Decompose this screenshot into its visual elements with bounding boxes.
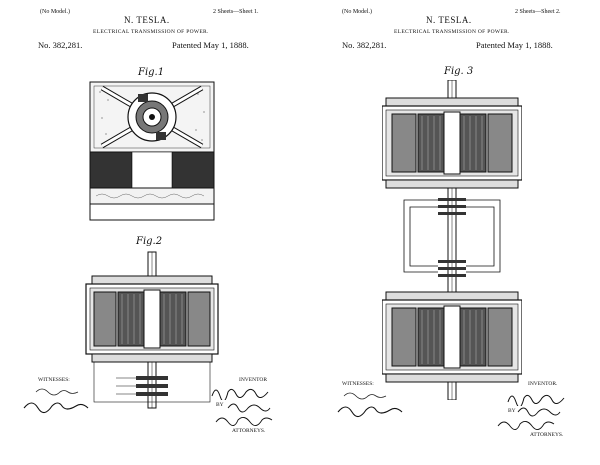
figure-1-label: Fig.1: [138, 67, 165, 78]
sheet-count-label: 2 Sheets—Sheet 2.: [515, 9, 561, 15]
attorneys-label: ATTORNEYS.: [232, 428, 266, 434]
patent-sheet-1: (No Model.) 2 Sheets—Sheet 1. N. TESLA. …: [23, 9, 273, 434]
attorney-signature: [215, 403, 273, 426]
witness-signatures: [23, 388, 89, 414]
figure-2-drawing: [85, 251, 219, 409]
by-label: BY: [216, 402, 224, 408]
attorney-signature: [497, 407, 561, 430]
witnesses-label: WITNESSES:: [38, 377, 70, 383]
inventor-label: INVENTOR: [239, 377, 268, 383]
inventor-name-heading: N. TESLA.: [426, 15, 472, 25]
patent-number: No. 382,281.: [342, 40, 387, 50]
no-model-label: (No Model.): [40, 9, 70, 15]
by-label: BY: [508, 408, 516, 414]
patent-sheet-2: (No Model.) 2 Sheets—Sheet 2. N. TESLA. …: [300, 0, 600, 465]
inventor-signature: [211, 388, 269, 400]
witness-signatures: [337, 392, 403, 418]
inventor-signature: [507, 394, 565, 406]
inventor-name-heading: N. TESLA.: [124, 15, 170, 25]
attorneys-label: ATTORNEYS.: [530, 432, 564, 438]
patent-date: Patented May 1, 1888.: [476, 40, 553, 50]
patent-title: ELECTRICAL TRANSMISSION OF POWER.: [93, 29, 209, 35]
figure-3-label: Fig. 3: [444, 66, 474, 77]
patent-date: Patented May 1, 1888.: [172, 40, 249, 50]
figure-2-label: Fig.2: [136, 236, 163, 247]
figure-3-drawing: [382, 80, 522, 400]
sheet-count-label: 2 Sheets—Sheet 1.: [213, 9, 259, 15]
patent-number: No. 382,281.: [38, 40, 83, 50]
figure-1-drawing: [89, 81, 215, 221]
no-model-label: (No Model.): [342, 9, 372, 15]
inventor-label: INVENTOR.: [528, 381, 558, 387]
witnesses-label: WITNESSES:: [342, 381, 374, 387]
patent-title: ELECTRICAL TRANSMISSION OF POWER.: [394, 29, 510, 35]
